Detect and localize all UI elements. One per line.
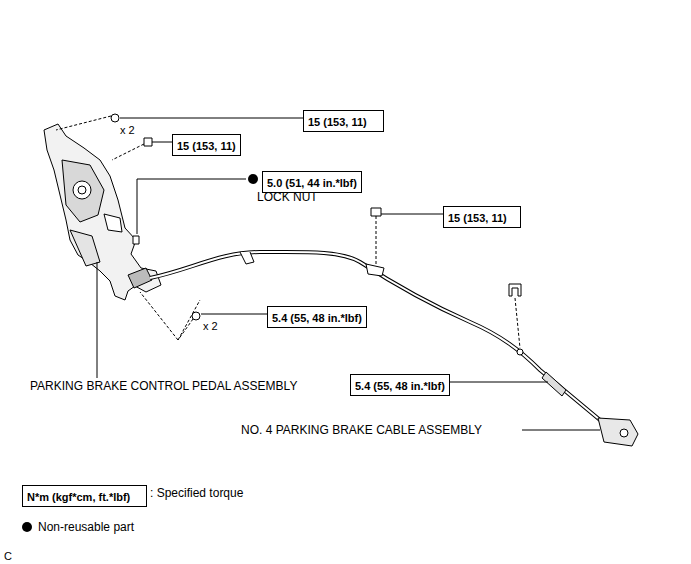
torque-value: N*m (kgf*cm, ft.*lbf) xyxy=(27,491,130,504)
multiplier-label: x 2 xyxy=(120,123,135,137)
part-name: PARKING BRAKE CONTROL PEDAL ASSEMBLY xyxy=(30,379,297,393)
torque-value: 5.4 (55, 48 in.*lbf) xyxy=(272,312,362,325)
torque-box: 5.0 (51, 44 in.*lbf) xyxy=(262,171,362,193)
multiplier-label: x 2 xyxy=(203,319,218,333)
non-reusable-dots xyxy=(22,174,258,532)
torque-box: 15 (153, 11) xyxy=(443,206,521,228)
legend-text: Non-reusable part xyxy=(38,520,134,534)
pedal-assembly xyxy=(44,124,161,300)
fasteners xyxy=(111,114,381,320)
torque-box: 5.4 (55, 48 in.*lbf) xyxy=(267,306,367,328)
cable xyxy=(150,252,638,446)
torque-box: N*m (kgf*cm, ft.*lbf) xyxy=(22,485,147,507)
part-name: LOCK NUT xyxy=(257,190,318,204)
torque-value: 5.0 (51, 44 in.*lbf) xyxy=(267,177,357,190)
torque-value: 15 (153, 11) xyxy=(177,140,236,153)
figure-code: C xyxy=(4,549,12,563)
torque-value: 15 (153, 11) xyxy=(448,212,507,225)
torque-box: 15 (153, 11) xyxy=(172,134,241,156)
torque-value: 15 (153, 11) xyxy=(308,116,367,129)
torque-box: 5.4 (55, 48 in.*lbf) xyxy=(350,374,450,396)
torque-box: 15 (153, 11) xyxy=(303,110,384,132)
legend-text: : Specified torque xyxy=(150,486,243,500)
torque-value: 5.4 (55, 48 in.*lbf) xyxy=(355,380,445,393)
dashed-guides xyxy=(56,116,520,348)
part-name: NO. 4 PARKING BRAKE CABLE ASSEMBLY xyxy=(241,423,482,437)
